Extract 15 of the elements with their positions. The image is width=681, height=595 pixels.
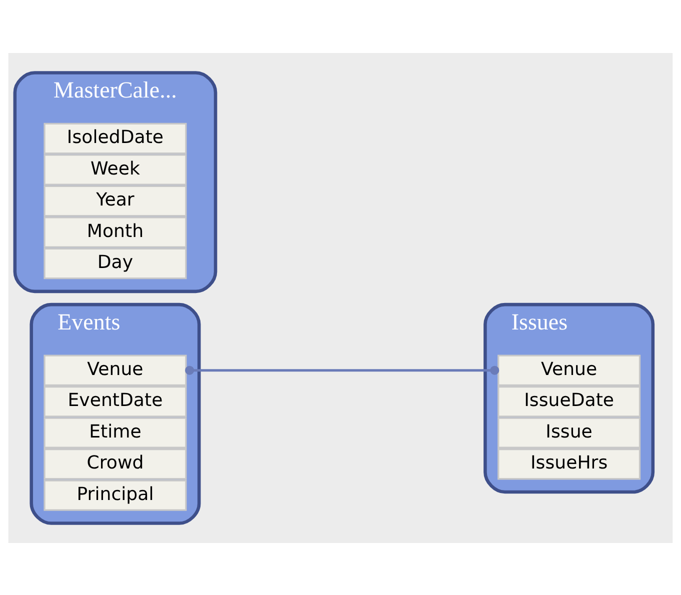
- node-box: Etime: [44, 416, 187, 448]
- node-box: EventDate: [44, 385, 187, 417]
- node-box: IsoledDate: [44, 122, 187, 154]
- node-box: Issue: [498, 416, 641, 448]
- node-box: Venue: [44, 354, 187, 386]
- node-box: Principal: [44, 479, 187, 510]
- node-box: Venue: [498, 354, 641, 386]
- node-box: IssueHrs: [498, 448, 641, 480]
- node-box: Day: [44, 247, 187, 279]
- node-box: Year: [44, 184, 187, 216]
- node-box: Crowd: [44, 448, 187, 480]
- node-box: Month: [44, 216, 187, 248]
- node-box: Week: [44, 154, 187, 185]
- connector: [185, 365, 500, 374]
- node-box: IssueDate: [498, 385, 641, 417]
